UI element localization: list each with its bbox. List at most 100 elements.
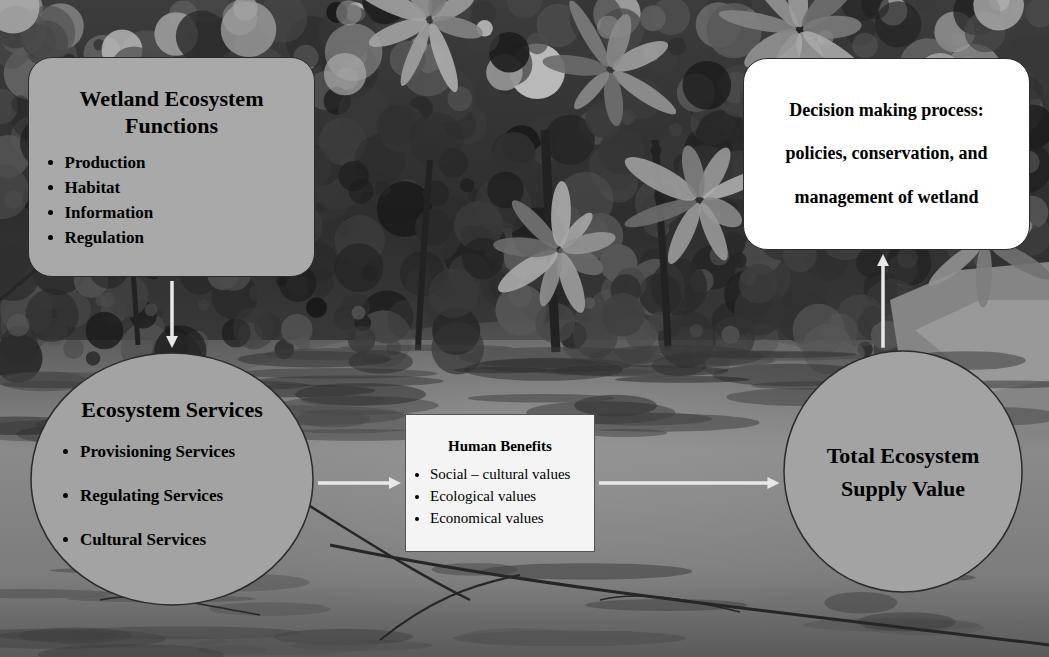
foliage-blob [493, 132, 536, 175]
foliage-blob [100, 292, 115, 307]
foliage-blob [338, 161, 368, 191]
foliage-blob [145, 303, 158, 316]
foliage-blob [86, 351, 100, 365]
foliage-blob [583, 297, 595, 309]
water-reflection [468, 394, 615, 403]
flow-arrow [170, 281, 174, 340]
bullet-list: Provisioning ServicesRegulating Services… [56, 430, 288, 562]
node-heading: Total Ecosystem Supply Value [808, 439, 998, 505]
foliage-blob [415, 209, 452, 246]
foliage-blob [337, 224, 349, 236]
node-heading: Ecosystem Services [56, 396, 288, 424]
foliage-blob [336, 0, 361, 25]
foliage-blob [306, 297, 327, 318]
circle-shape [31, 353, 313, 605]
bullet-item: Production [65, 150, 297, 175]
flow-arrow [599, 481, 772, 485]
foliage-blob [86, 312, 124, 350]
node-content: Total Ecosystem Supply Value [808, 439, 998, 505]
water-reflections [0, 345, 1049, 657]
foliage-blob [683, 61, 732, 110]
node-content: Ecosystem ServicesProvisioning ServicesR… [56, 396, 288, 562]
foliage-blob [668, 37, 686, 55]
circle-outline [783, 350, 1023, 593]
foliage-blob [460, 178, 474, 192]
foliage-blob [429, 269, 478, 318]
node-heading: Human Benefits [412, 437, 588, 457]
benefits-box: Human BenefitsSocial – cultural valuesEc… [405, 414, 595, 552]
foliage-blob [233, 307, 275, 349]
foliage-blob [409, 112, 464, 167]
foliage-blob [249, 285, 265, 301]
foliage-blob [852, 33, 878, 59]
flow-arrow [881, 262, 885, 348]
node-content: Decision making process: policies, conse… [759, 89, 1014, 219]
bullet-list: Social – cultural valuesEcological value… [412, 463, 588, 529]
water-reflection [615, 376, 750, 383]
foliage-blob [739, 264, 779, 304]
water-reflection [583, 429, 667, 437]
foliage-blob [0, 164, 29, 219]
foliage-blob [897, 247, 918, 268]
node-content: Human BenefitsSocial – cultural valuesEc… [412, 437, 588, 529]
water-reflection [460, 628, 577, 646]
circle-shape [784, 351, 1022, 592]
foliage-blob [0, 0, 40, 33]
foliage-blob [973, 0, 1024, 30]
foliage-blob [793, 304, 845, 356]
water-reflection [255, 375, 444, 386]
foliage-blob [862, 0, 890, 19]
node-heading: Wetland Ecosystem Functions [47, 85, 297, 140]
bullet-item: Social – cultural values [430, 463, 588, 485]
palm-leaflet [560, 228, 617, 259]
services-circle: Ecosystem ServicesProvisioning ServicesR… [30, 352, 314, 606]
palm-leaves [351, 0, 1049, 316]
foliage-blob [669, 123, 683, 137]
foliage-blob [11, 95, 29, 113]
foliage-blob [375, 181, 391, 197]
foliage-blob [651, 259, 707, 315]
foliage-blob [351, 306, 365, 320]
foliage-blob [325, 23, 383, 81]
foliage [0, 0, 1049, 383]
value-circle: Total Ecosystem Supply Value [783, 350, 1023, 593]
water-reflection [0, 589, 113, 598]
water-reflection [824, 592, 897, 614]
foliage-blob [690, 324, 703, 337]
foliage-blob [63, 338, 84, 359]
palm-leaflet [421, 0, 469, 20]
water-reflection [264, 348, 393, 360]
decision-box: Decision making process: policies, conse… [743, 58, 1030, 250]
foliage-blob [856, 248, 886, 278]
function-box: Wetland Ecosystem FunctionsProductionHab… [28, 57, 315, 277]
foliage-blob [7, 314, 29, 336]
foliage-blob [281, 314, 312, 345]
circle-outline [30, 352, 314, 606]
bullet-item: Habitat [65, 175, 297, 200]
foliage-blob [25, 289, 78, 342]
foliage-blob [555, 128, 591, 164]
bullet-item: Regulating Services [80, 474, 288, 518]
foliage-blob [601, 293, 644, 336]
foliage-blob [526, 33, 547, 54]
node-content: Wetland Ecosystem FunctionsProductionHab… [47, 85, 297, 250]
node-heading: Decision making process: policies, conse… [759, 89, 1014, 219]
palm-leaflet [678, 143, 709, 199]
bullet-item: Cultural Services [80, 518, 288, 562]
water-reflection [18, 628, 132, 644]
foliage-blob [731, 252, 746, 267]
water-reflection [464, 358, 623, 380]
foliage-blob [198, 299, 210, 311]
foliage-blob [722, 326, 740, 344]
tree-trunk [418, 160, 430, 350]
bullet-item: Provisioning Services [80, 430, 288, 474]
foliage-blob [447, 86, 472, 111]
water-reflection [38, 644, 224, 657]
bullet-list: ProductionHabitatInformationRegulation [47, 150, 297, 250]
foliage-blob [334, 243, 383, 292]
foliage-blob [862, 305, 882, 325]
bullet-item: Regulation [65, 225, 297, 250]
bullet-item: Information [65, 200, 297, 225]
foliage-blob [176, 11, 227, 62]
